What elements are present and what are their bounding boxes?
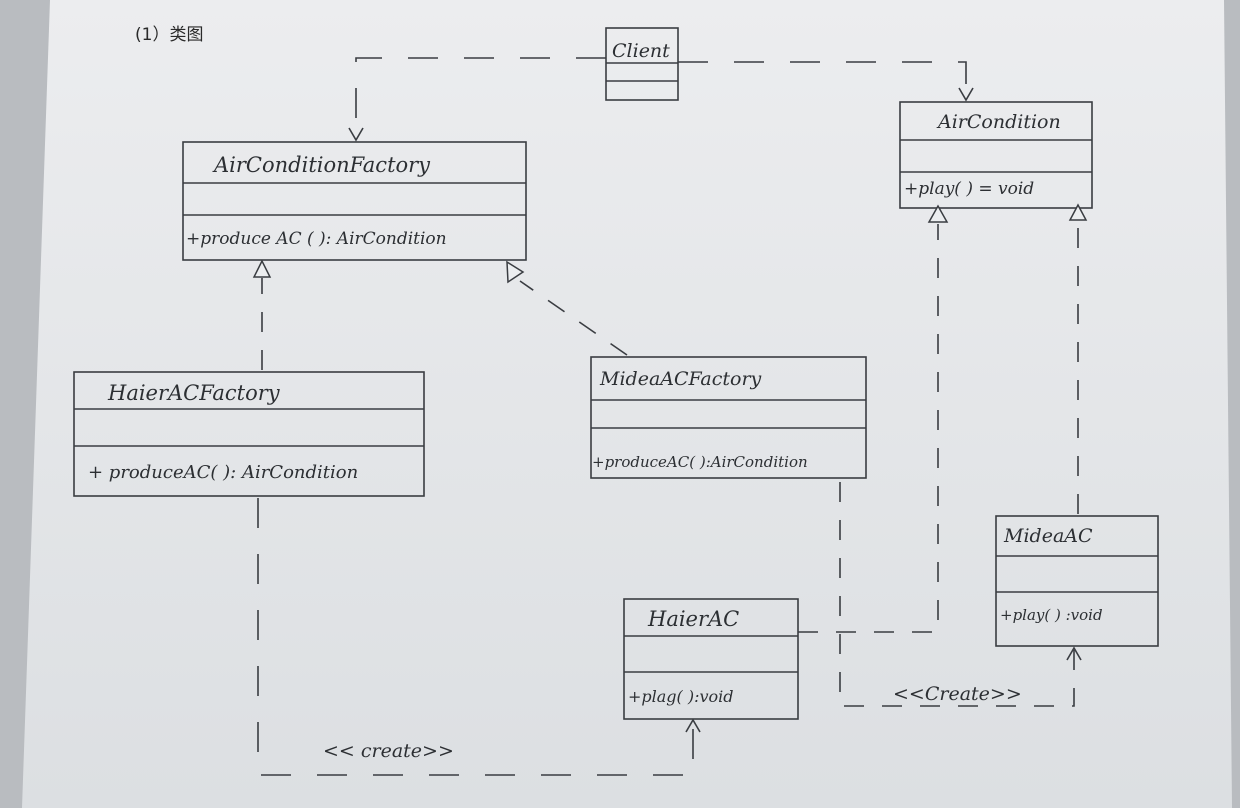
- midea-ac-factory-name: MideaACFactory: [599, 368, 762, 390]
- haier-ac-operation: +plag( ):void: [628, 687, 734, 706]
- air-condition-name: AirCondition: [936, 111, 1061, 133]
- realization-arrowhead: [506, 260, 525, 284]
- air-condition-factory-operation: +produce AC ( ): AirCondition: [186, 229, 447, 249]
- class-client: Client: [605, 27, 679, 101]
- midea-ac-name: MideaAC: [1003, 525, 1093, 547]
- haier-ac-realization: [798, 204, 949, 633]
- midea-factory-realization: [506, 260, 628, 356]
- midea-ac-operation: +play( ) :void: [1000, 606, 1103, 624]
- realization-arrowhead: [252, 259, 272, 278]
- client-to-aircondition-dependency: [678, 61, 974, 102]
- section-heading: (1）类图: [135, 25, 203, 45]
- midea-ac-factory-operation: +produceAC( ):AirCondition: [592, 453, 808, 471]
- air-condition-factory-name: AirConditionFactory: [212, 153, 431, 177]
- create-label-right: <<Create>>: [893, 683, 1022, 705]
- class-midea-ac: MideaAC +play( ) :void: [995, 515, 1159, 647]
- class-air-condition-factory: AirConditionFactory +produce AC ( ): Air…: [182, 141, 527, 261]
- haier-ac-factory-operation: + produceAC( ): AirCondition: [88, 462, 358, 483]
- paper-sheet: [22, 0, 1232, 808]
- haier-ac-factory-name: HaierACFactory: [107, 381, 281, 405]
- realization-arrowhead: [1068, 203, 1088, 221]
- create-label-bottom: << create>>: [323, 740, 454, 762]
- midea-ac-realization: [1068, 203, 1088, 514]
- class-haier-ac-factory: HaierACFactory + produceAC( ): AirCondit…: [73, 371, 425, 497]
- midea-create-dependency: <<Create>>: [839, 482, 1082, 707]
- client-to-factory-dependency: [348, 57, 606, 142]
- class-midea-ac-factory: MideaACFactory +produceAC( ):AirConditio…: [590, 356, 867, 479]
- class-haier-ac: HaierAC +plag( ):void: [623, 598, 799, 720]
- haier-factory-realization: [252, 259, 272, 370]
- air-condition-operation: +play( ) = void: [904, 179, 1034, 199]
- client-name: Client: [612, 40, 670, 62]
- haier-create-dependency: << create>>: [257, 498, 701, 776]
- haier-ac-name: HaierAC: [647, 607, 739, 631]
- class-air-condition: AirCondition +play( ) = void: [899, 101, 1093, 209]
- realization-arrowhead: [927, 204, 949, 223]
